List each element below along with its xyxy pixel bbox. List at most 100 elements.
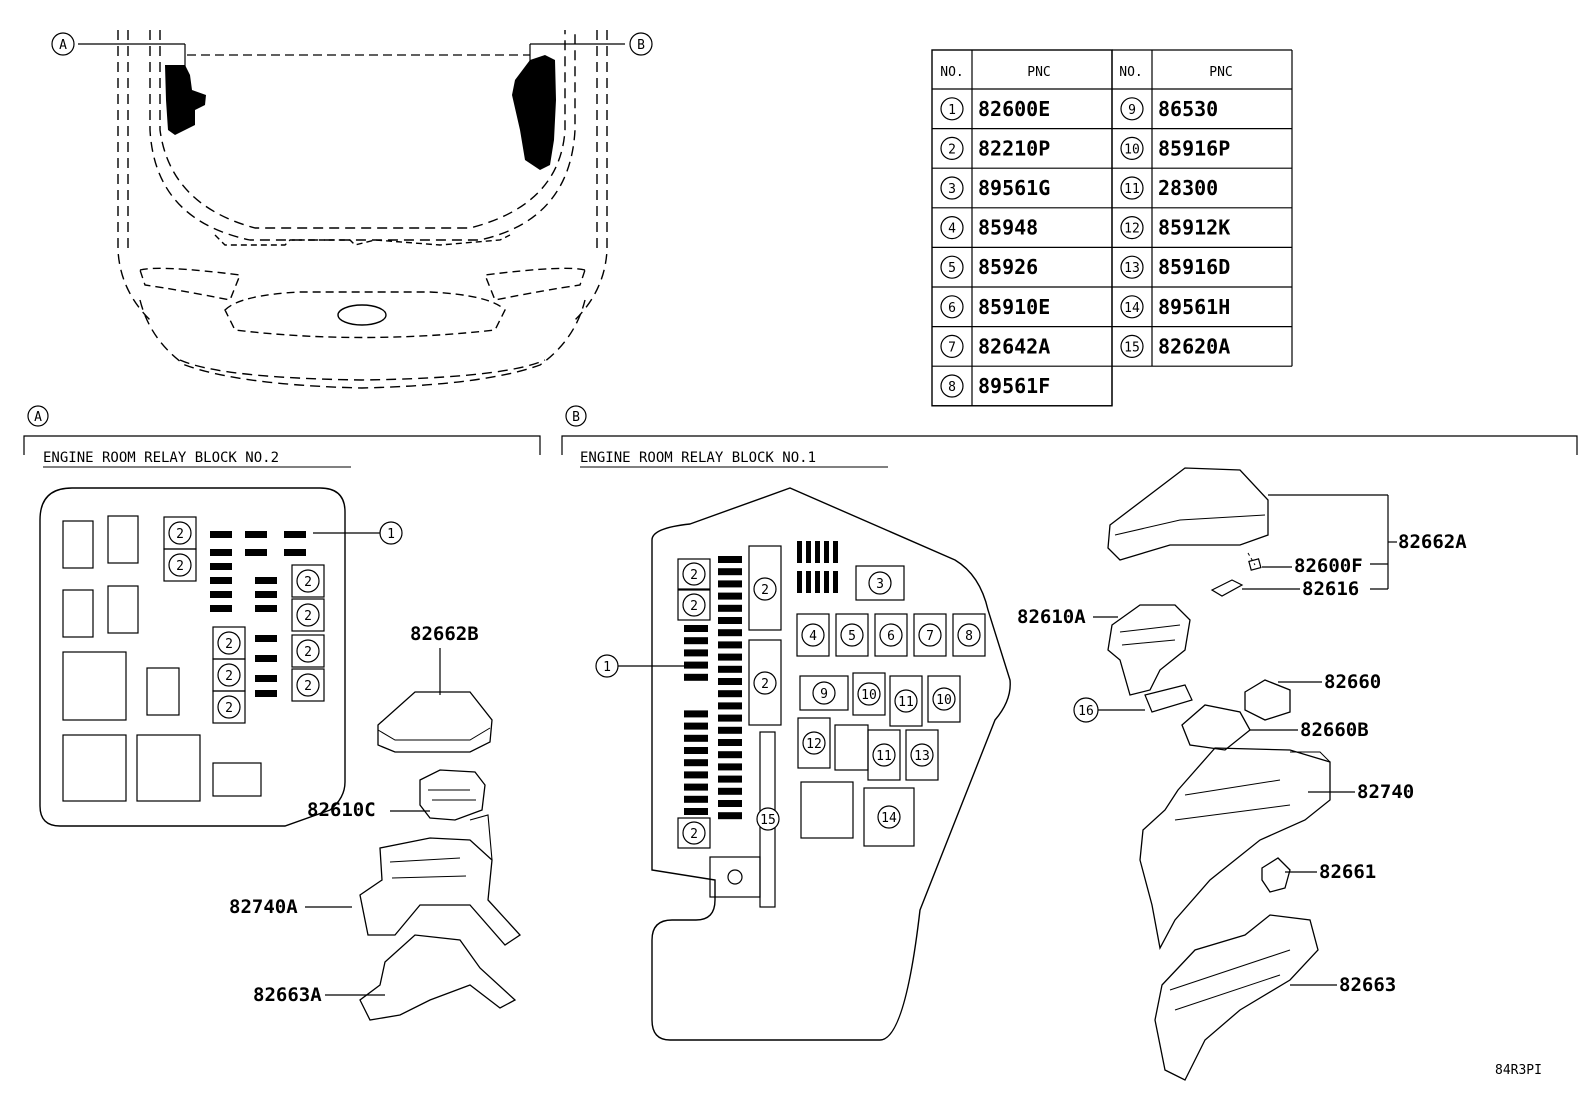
fuse xyxy=(684,759,708,767)
relay-block-no2-fuses xyxy=(210,531,306,697)
fuse xyxy=(718,629,742,637)
section-b-marker: B xyxy=(572,410,580,425)
fuse xyxy=(718,702,742,710)
relay-number: 9 xyxy=(820,687,828,702)
relay-number: 2 xyxy=(761,583,769,598)
pnc-header-pnc-right: PNC xyxy=(1209,65,1232,80)
pnc-code: 85948 xyxy=(978,216,1038,240)
relay-slot xyxy=(889,675,923,727)
fuse xyxy=(718,592,742,600)
section-a-title: ENGINE ROOM RELAY BLOCK NO.2 xyxy=(43,450,279,466)
relay-slot xyxy=(291,564,325,598)
pnc-header-no-right: NO. xyxy=(1119,65,1142,80)
relay-number-circle xyxy=(217,631,241,655)
fuse xyxy=(833,571,838,593)
relay-number: 2 xyxy=(225,637,233,652)
fuse xyxy=(718,751,742,759)
fuse xyxy=(718,617,742,624)
fuse xyxy=(718,714,742,722)
relay-number-circle xyxy=(872,743,896,767)
fuse xyxy=(718,665,742,673)
fuse xyxy=(210,591,232,598)
relay-number-circle xyxy=(296,569,320,593)
relay-slot xyxy=(905,729,939,781)
relay-block-a-location xyxy=(165,65,206,135)
fuse xyxy=(806,571,811,593)
fuse xyxy=(255,675,277,682)
fuse xyxy=(815,571,820,593)
pnc-header-no-left: NO. xyxy=(940,65,963,80)
pnc-table-grid xyxy=(932,49,1293,407)
fuse xyxy=(684,661,708,669)
pnc-code: 89561F xyxy=(978,374,1050,398)
fuse xyxy=(255,591,277,598)
relay-number-circle xyxy=(957,623,981,647)
block-82740a-shape xyxy=(359,837,521,946)
pnc-code: 82600E xyxy=(978,97,1050,121)
relay-number-circle xyxy=(168,553,192,577)
pnc-no: 11 xyxy=(1124,182,1140,197)
relay-slot xyxy=(952,613,986,657)
pnc-no-circle xyxy=(940,374,964,398)
fuse xyxy=(245,531,267,538)
pnc-no: 5 xyxy=(948,261,956,276)
fuse xyxy=(718,678,742,685)
fuse xyxy=(718,726,742,734)
pnc-code: 85910E xyxy=(978,295,1050,319)
relay-number-circle xyxy=(840,623,864,647)
relay-slot xyxy=(835,613,869,657)
fuse xyxy=(684,673,708,681)
pnc-no: 10 xyxy=(1124,142,1140,157)
pnc-no-circle xyxy=(1120,334,1144,358)
relay-number: 2 xyxy=(690,599,698,614)
fuse xyxy=(718,604,742,612)
callout-b-clip: 82616 xyxy=(1302,578,1359,600)
relay-slot xyxy=(797,717,831,769)
fuse xyxy=(210,563,232,570)
callout-b-fuse-puller: 82600F xyxy=(1294,555,1363,577)
fuse xyxy=(806,541,811,563)
pnc-code: 85916D xyxy=(1158,255,1230,279)
fuse xyxy=(833,541,838,563)
relay-slot xyxy=(163,548,197,582)
relay-number: 2 xyxy=(304,679,312,694)
fuse xyxy=(684,625,708,632)
fuse xyxy=(718,763,742,771)
relay-number: 2 xyxy=(690,568,698,583)
pnc-no: 1 xyxy=(948,103,956,118)
fuse xyxy=(210,605,232,612)
callout-a-block: 82740A xyxy=(229,896,298,918)
pnc-code: 82210P xyxy=(978,136,1050,160)
relay-number-circle xyxy=(857,682,881,706)
fuse xyxy=(255,635,277,642)
relay-number-circle xyxy=(682,593,706,617)
relay-number-circle xyxy=(168,521,192,545)
relay-number-circle xyxy=(217,695,241,719)
relay-number-circle xyxy=(753,671,777,695)
relay-number-circle xyxy=(812,681,836,705)
fuse xyxy=(797,571,802,593)
relay-holder-82610c-shape xyxy=(419,769,486,821)
fuse xyxy=(718,641,742,649)
relay-number: 13 xyxy=(914,749,930,764)
callout-b-ref-1: 1 xyxy=(603,660,611,675)
fuse xyxy=(718,580,742,588)
pnc-code: 86530 xyxy=(1158,97,1218,121)
fuse xyxy=(684,722,708,730)
relay-slot xyxy=(874,613,908,657)
pnc-code: 89561G xyxy=(978,176,1050,200)
fuse xyxy=(245,549,267,556)
fuse xyxy=(255,690,277,697)
pnc-code: 28300 xyxy=(1158,176,1218,200)
fuse xyxy=(210,577,232,584)
callout-a-cover: 82662B xyxy=(410,623,479,645)
pnc-no-circle xyxy=(1120,97,1144,121)
fuse xyxy=(718,812,742,820)
pnc-no: 15 xyxy=(1124,340,1140,355)
callout-a-ref-1: 1 xyxy=(387,527,395,542)
fuse xyxy=(718,775,742,783)
relay-slot xyxy=(212,690,246,724)
pnc-no-circle xyxy=(940,334,964,358)
relay-number: 2 xyxy=(176,559,184,574)
